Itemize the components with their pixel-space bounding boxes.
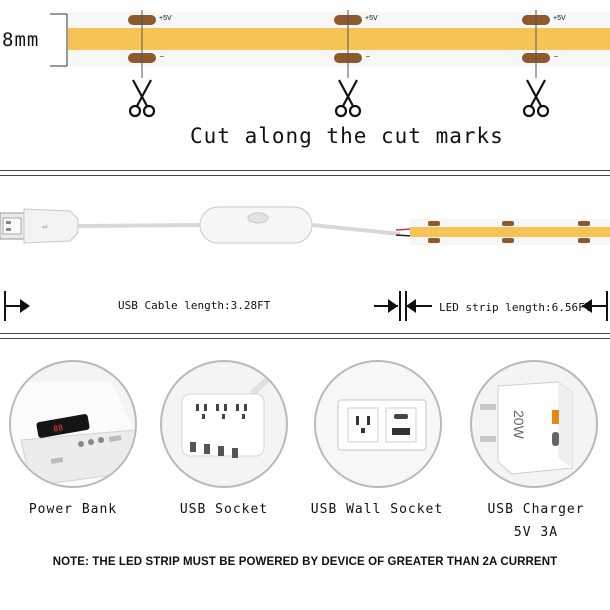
usb-charger-circle: 20W — [470, 360, 598, 488]
pad-label-gnd: – — [366, 53, 370, 60]
pad-label-gnd: – — [160, 53, 164, 60]
usb-cable-length-label: USB Cable length:3.28FT — [118, 299, 271, 312]
divider — [0, 338, 610, 339]
usb-plug-icon: ⇌ — [0, 208, 79, 244]
product-label-usb-wall-socket: USB Wall Socket — [310, 502, 444, 517]
divider — [0, 333, 610, 334]
power-requirement-note: NOTE: THE LED STRIP MUST BE POWERED BY D… — [52, 556, 558, 568]
led-strip-icon — [410, 219, 610, 245]
pad-label-gnd: – — [554, 53, 558, 60]
usb-socket-circle — [160, 360, 288, 488]
scissors-icon — [334, 79, 362, 118]
power-bank-circle: 88 — [9, 360, 137, 488]
cut-caption: Cut along the cut marks — [190, 124, 504, 148]
usb-wall-socket-circle — [314, 360, 442, 488]
length-dimension-row — [4, 291, 608, 321]
pad-label-plus5v: +5V — [365, 15, 378, 22]
divider — [0, 170, 610, 171]
pad-label-plus5v: +5V — [159, 15, 172, 22]
product-sublabel-usb-charger: 5V 3A — [513, 525, 559, 540]
svg-text:⇌: ⇌ — [42, 223, 48, 231]
scissors-icon — [522, 79, 550, 118]
pad-label-plus5v: +5V — [553, 15, 566, 22]
charger-watt-text: 20W — [511, 410, 527, 440]
wall-socket-icon — [316, 362, 440, 486]
scissors-icon — [128, 79, 156, 118]
led-strip-length-label: LED strip length:6.56FT — [439, 301, 592, 314]
divider — [0, 175, 610, 176]
svg-text:88: 88 — [53, 423, 64, 434]
usb-cable-assembly: ⇌ — [0, 206, 610, 245]
power-bank-icon: 88 — [11, 382, 135, 486]
inline-switch-icon — [199, 206, 313, 244]
product-label-usb-charger: USB Charger — [487, 502, 585, 517]
product-label-power-bank: Power Bank — [28, 502, 118, 517]
usb-charger-icon: 20W — [480, 381, 573, 475]
led-strip-top — [50, 10, 610, 78]
strip-width-label: 8mm — [2, 29, 40, 51]
product-label-usb-socket: USB Socket — [179, 502, 269, 517]
usb-power-strip-icon — [181, 362, 286, 458]
